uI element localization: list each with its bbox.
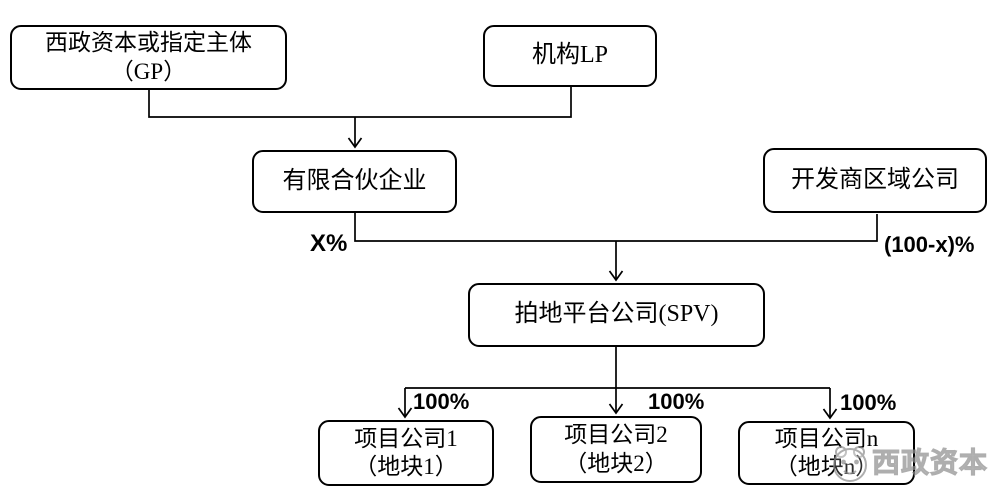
watermark: 西政资本 bbox=[830, 441, 988, 485]
node-developer: 开发商区域公司 bbox=[763, 148, 987, 213]
edge-label-project3-share: 100% bbox=[840, 390, 897, 415]
node-gp-role: （GP） bbox=[110, 58, 187, 84]
node-project1-name: 项目公司1 bbox=[354, 425, 458, 451]
node-project1: 项目公司1 （地块1） bbox=[318, 420, 494, 486]
edge-label-project2-share: 100% bbox=[648, 389, 705, 414]
edge-label-developer-share: (100-x)% bbox=[884, 232, 975, 257]
node-project2-plot: （地块2） bbox=[564, 450, 668, 476]
node-project2-name: 项目公司2 bbox=[564, 422, 668, 448]
node-project3-plot: （地块n） bbox=[774, 454, 879, 479]
edge-label-partnership-share: X% bbox=[310, 230, 348, 257]
panda-face-icon bbox=[833, 446, 867, 482]
watermark-text: 西政资本 bbox=[871, 447, 989, 478]
edge-label-project1-share: 100% bbox=[413, 389, 470, 414]
node-developer-label: 开发商区域公司 bbox=[791, 166, 959, 193]
node-project1-plot: （地块1） bbox=[354, 454, 458, 479]
node-partnership: 有限合伙企业 bbox=[252, 150, 457, 213]
node-project2: 项目公司2 （地块2） bbox=[530, 416, 702, 483]
node-gp-name: 西政资本或指定主体 bbox=[45, 30, 252, 56]
node-gp: 西政资本或指定主体 （GP） bbox=[10, 25, 287, 90]
node-partnership-label: 有限合伙企业 bbox=[282, 167, 427, 194]
node-lp: 机构LP bbox=[483, 25, 657, 87]
node-spv-label: 拍地平台公司(SPV) bbox=[514, 301, 719, 328]
node-project3: 项目公司n （地块n） bbox=[738, 421, 915, 485]
node-lp-label: 机构LP bbox=[531, 42, 608, 69]
node-spv: 拍地平台公司(SPV) bbox=[468, 283, 765, 347]
